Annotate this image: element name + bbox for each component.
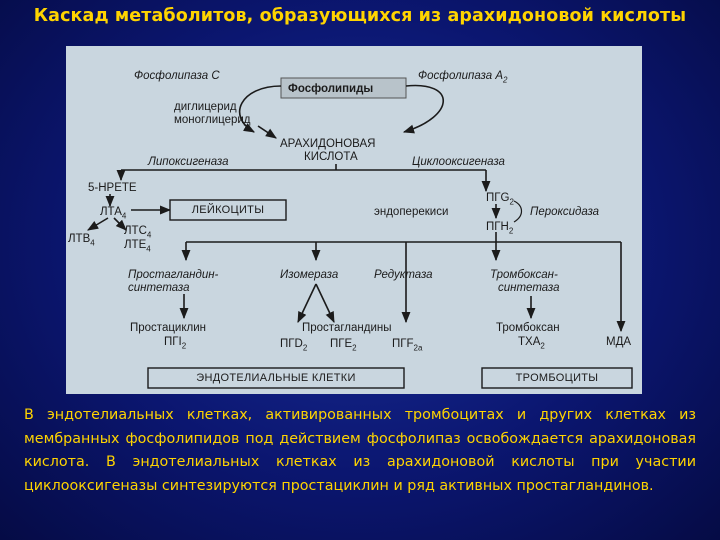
lte4-label: ЛТЕ4: [124, 239, 151, 254]
thromboxane-synthetase-label-1: Тромбоксан-: [490, 269, 558, 281]
endoperoxides-label: эндоперекиси: [374, 206, 449, 218]
pgg2-label: ПГG2: [486, 192, 514, 207]
reductase-label: Редуктаза: [374, 269, 433, 281]
endothelial-cells-box: [147, 367, 405, 389]
pge2-label: ПГЕ2: [330, 338, 357, 353]
prostaglandin-synthetase-label-1: Простагландин-: [128, 269, 219, 281]
arrow-diglyceride: [257, 125, 277, 139]
phospholipid-membrane: [280, 77, 407, 99]
ltb4-label: ЛТВ4: [68, 233, 95, 248]
arrow-phospholipase-a2: [402, 84, 445, 134]
prostaglandin-synthetase-label-2: синтетаза: [128, 282, 190, 294]
diagram-arrows: [87, 77, 633, 389]
pgd2-label: ПГD2: [280, 338, 308, 353]
slide-title: Каскад метаболитов, образующихся из арах…: [33, 6, 687, 26]
arachidonic-acid-label-1: АРАХИДОНОВАЯ: [280, 138, 376, 150]
mda-label: МДА: [606, 336, 632, 348]
leukocytes-box-label: ЛЕЙКОЦИТЫ: [191, 204, 265, 216]
cyclooxygenase-label: Циклооксигеназа: [412, 156, 505, 168]
thromboxane-synthetase-label-2: синтетаза: [498, 282, 560, 294]
pgh2-label: ПГН2: [486, 221, 514, 236]
phospholipase-a2-label: Фосфолипаза А2: [418, 70, 508, 85]
arachidonic-cascade-diagram: Фосфолипаза С Фосфолипаза А2 Фосфолипиды…: [66, 46, 642, 394]
arachidonic-acid-label-2: КИСЛОТА: [304, 151, 358, 163]
pgf2a-label: ПГF2a: [392, 338, 423, 353]
pgi2-label: ПГI2: [164, 336, 187, 351]
diglyceride-label: диглицерид: [174, 101, 237, 113]
prostaglandins-label: Простагландины: [302, 322, 392, 334]
phospholipids-label: Фосфолипиды: [288, 83, 374, 95]
leukocytes-box: [169, 199, 287, 221]
ltc4-label: ЛТС4: [124, 225, 152, 240]
isomerase-label: Изомераза: [280, 269, 339, 281]
lipoxygenase-label: Липоксигеназа: [148, 156, 229, 168]
peroxidase-label: Пероксидаза: [530, 206, 600, 218]
lta4-label: ЛТА4: [100, 206, 127, 221]
platelets-box: [481, 367, 633, 389]
hpete-label: 5-НРЕТЕ: [88, 182, 137, 194]
thromboxane-label: Тромбоксан: [496, 322, 560, 334]
platelets-box-label: ТРОМБОЦИТЫ: [515, 372, 599, 384]
txa2-label: ТХА2: [518, 336, 545, 351]
arrow-phospholipase-c: [238, 85, 282, 133]
endothelial-cells-box-label: ЭНДОТЕЛИАЛЬНЫЕ КЛЕТКИ: [196, 372, 356, 384]
phospholipase-c-label: Фосфолипаза С: [134, 70, 220, 82]
prostacyclin-label: Простациклин: [130, 322, 206, 334]
caption-text: В эндотелиальных клетках, активированных…: [24, 407, 696, 494]
monoglyceride-label: моноглицерид: [174, 114, 251, 126]
